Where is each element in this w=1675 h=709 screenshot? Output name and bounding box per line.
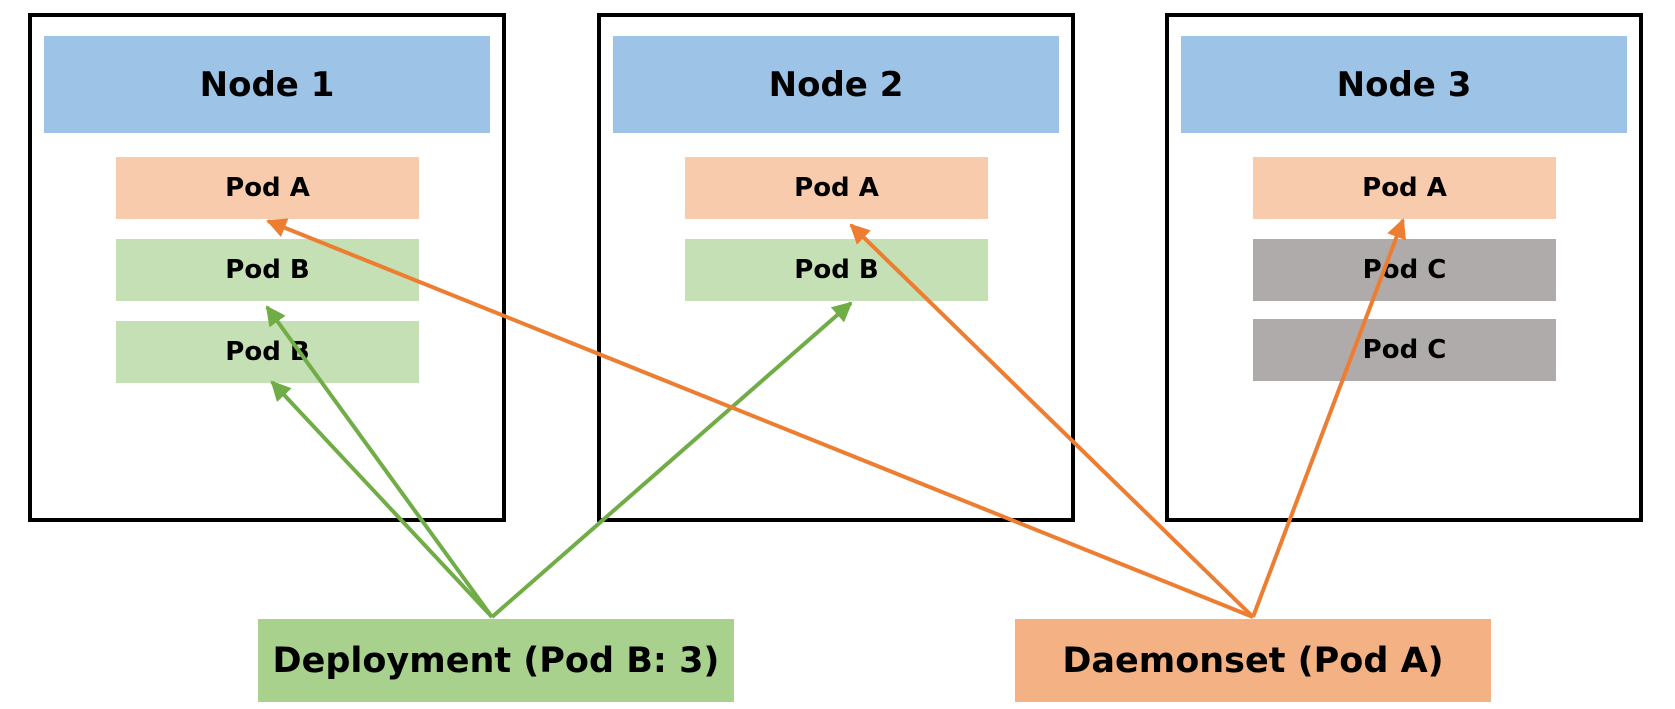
node-2: Node 2 Pod A Pod B — [597, 13, 1075, 522]
node-1-header: Node 1 — [44, 36, 490, 133]
node-3-pod-1: Pod A — [1253, 157, 1556, 219]
node-1-pod-3: Pod B — [116, 321, 419, 383]
node-3: Node 3 Pod A Pod C Pod C — [1165, 13, 1643, 522]
edge-deployment-to-node-1-pod-3 — [270, 380, 494, 619]
deployment-box: Deployment (Pod B: 3) — [258, 619, 734, 702]
node-3-header: Node 3 — [1181, 36, 1627, 133]
node-3-pod-2: Pod C — [1253, 239, 1556, 301]
edge-deployment-to-node-2-pod-2 — [490, 301, 853, 619]
daemonset-box: Daemonset (Pod A) — [1015, 619, 1491, 702]
node-2-header: Node 2 — [613, 36, 1059, 133]
node-2-pod-2: Pod B — [685, 239, 988, 301]
node-1-pod-2: Pod B — [116, 239, 419, 301]
edge-daemonset-to-node-3-pod-1 — [1251, 218, 1406, 618]
node-2-pod-1: Pod A — [685, 157, 988, 219]
node-1: Node 1 Pod A Pod B Pod B — [28, 13, 506, 522]
edge-daemonset-to-node-2-pod-1 — [849, 223, 1255, 619]
node-3-pod-3: Pod C — [1253, 319, 1556, 381]
edge-deployment-to-node-1-pod-2 — [265, 305, 494, 619]
node-1-pod-1: Pod A — [116, 157, 419, 219]
edge-daemonset-to-node-1-pod-1 — [266, 218, 1254, 619]
